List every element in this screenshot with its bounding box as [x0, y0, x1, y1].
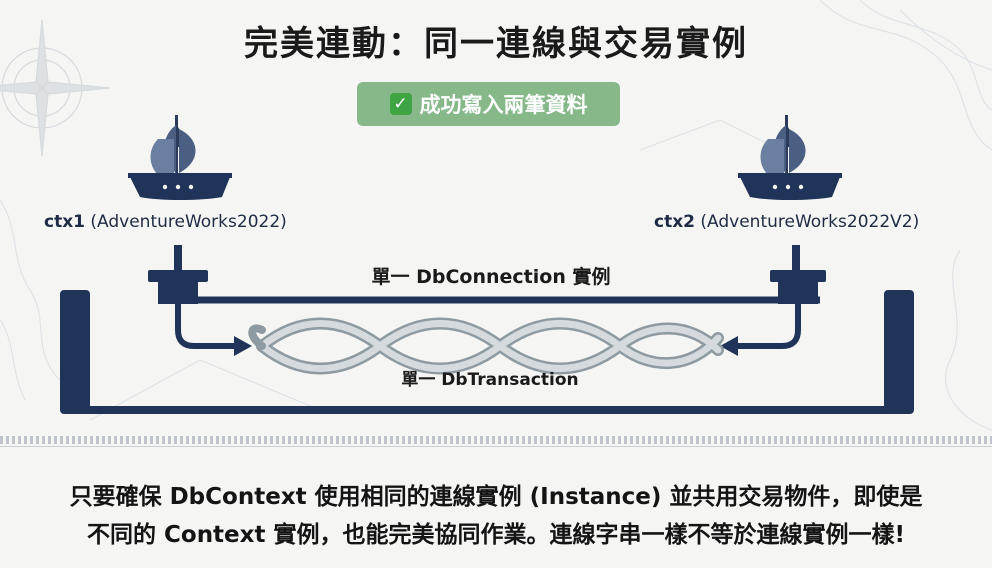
transaction-rope — [248, 317, 724, 375]
compass-rose-icon — [0, 19, 111, 157]
ctx1-db: (AdventureWorks2022) — [90, 212, 287, 232]
ship-icon — [128, 115, 232, 200]
ctx1-name: ctx1 — [44, 212, 85, 232]
arrow-left-icon — [720, 336, 738, 356]
footer-text: 只要確保 DbContext 使用相同的連線實例 (Instance) 並共用交… — [0, 478, 992, 554]
ctx2-name: ctx2 — [654, 212, 695, 232]
right-pipe-cap — [884, 290, 914, 414]
divider-line — [0, 446, 992, 447]
connection-label: 單一 DbConnection 實例 — [371, 266, 611, 288]
ctx2-db: (AdventureWorks2022V2) — [700, 212, 920, 232]
map-contour-lines — [0, 0, 992, 431]
check-mark-icon: ✓ — [389, 93, 412, 115]
ship-icon — [738, 115, 842, 200]
transaction-label: 單一 DbTransaction — [401, 370, 579, 390]
success-badge: ✓ 成功寫入兩筆資料 — [357, 82, 620, 126]
badge-label: 成功寫入兩筆資料 — [419, 93, 588, 117]
divider — [0, 436, 992, 444]
footer-line-2: 不同的 Context 實例，也能完美協同作業。連線字串一樣不等於連線實例一樣! — [87, 522, 905, 548]
footer-line-1: 只要確保 DbContext 使用相同的連線實例 (Instance) 並共用交… — [69, 484, 923, 510]
ctx1-label: ctx1 (AdventureWorks2022) — [44, 212, 287, 232]
arrow-right-icon — [234, 336, 252, 356]
page-title: 完美連動：同一連線與交易實例 — [244, 24, 748, 64]
left-pipe-cap — [60, 290, 90, 414]
ctx2-label: ctx2 (AdventureWorks2022V2) — [654, 212, 919, 232]
